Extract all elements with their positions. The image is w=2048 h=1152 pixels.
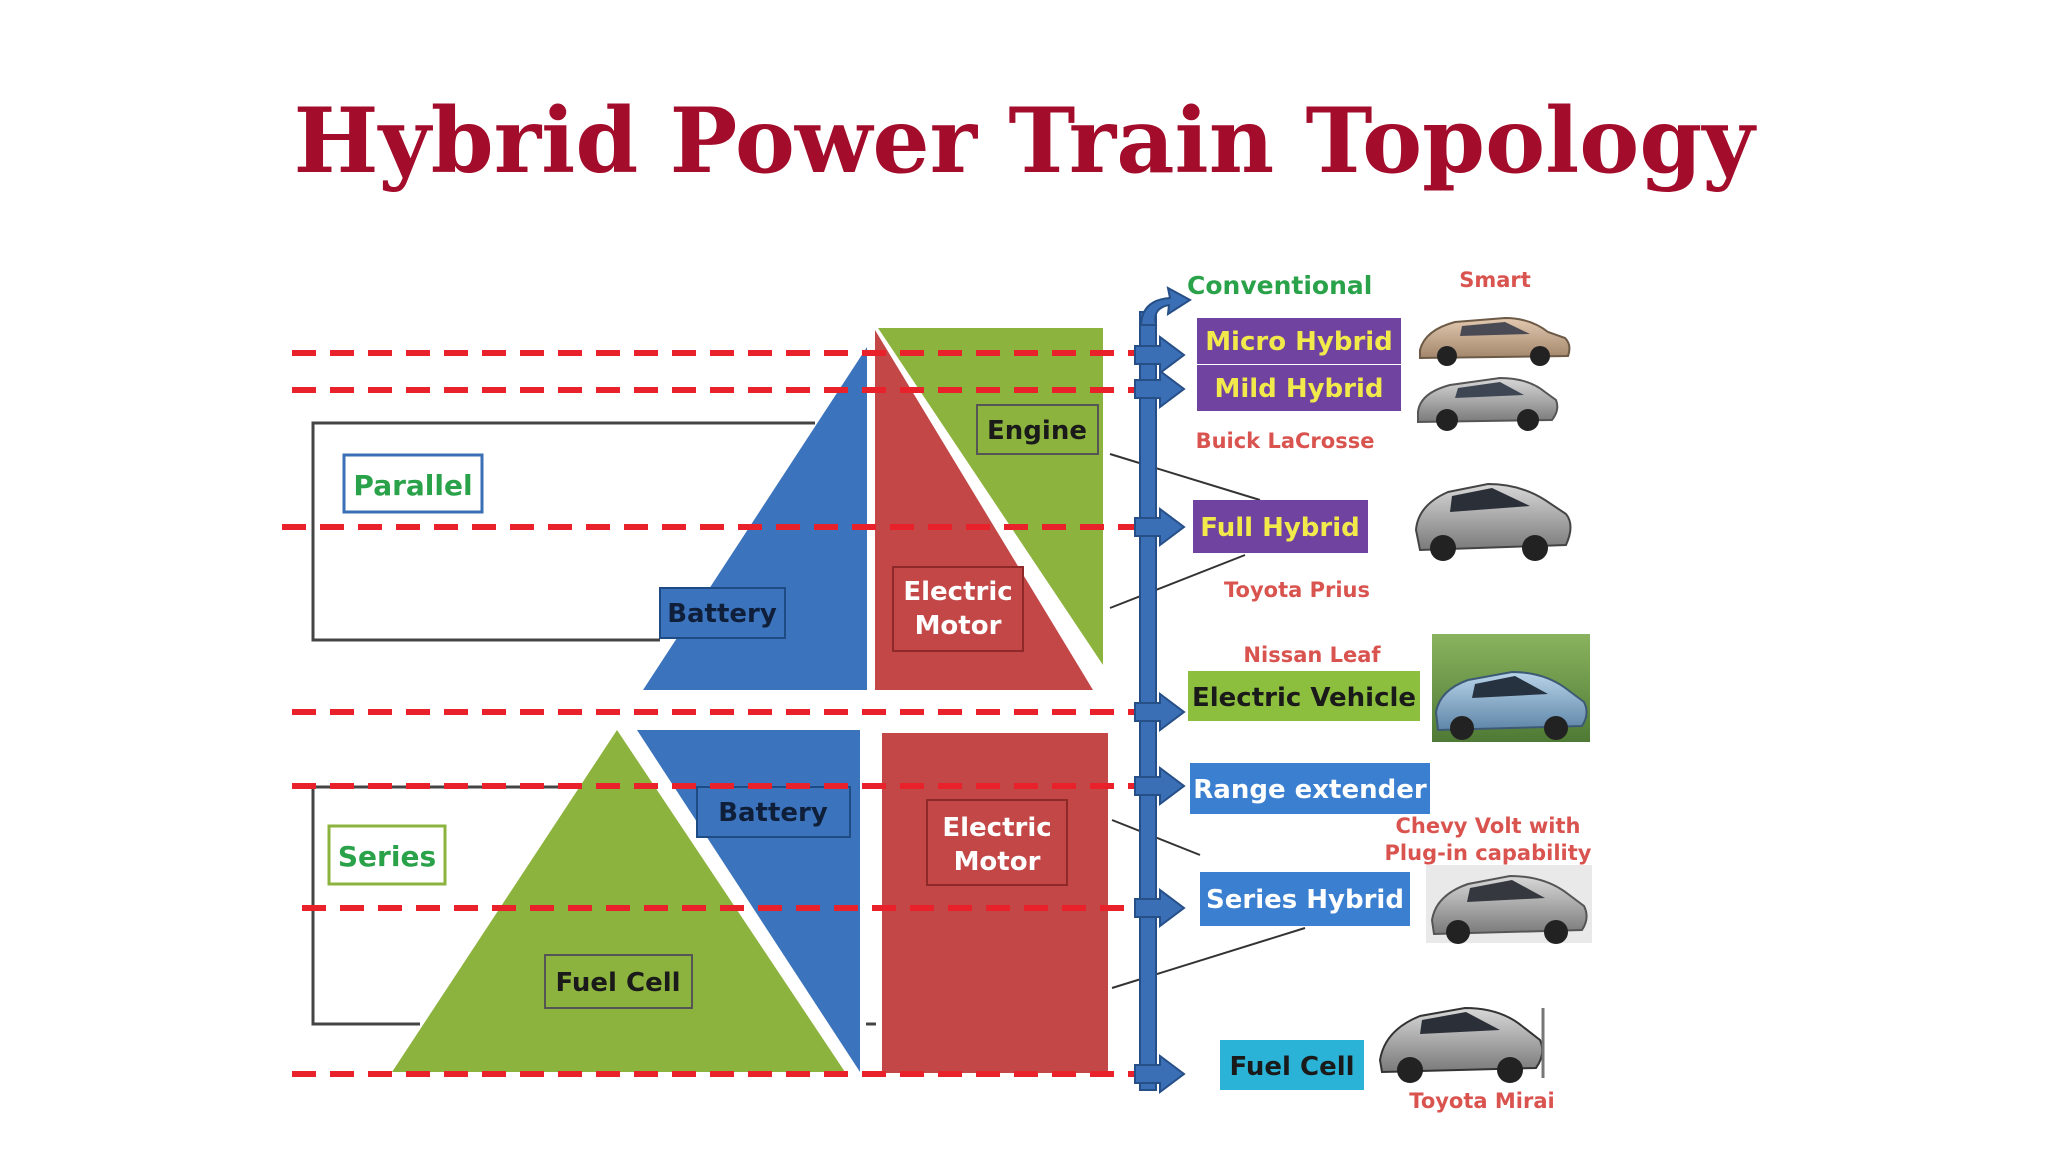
arrow-series <box>1134 888 1186 928</box>
arrow-full <box>1134 507 1186 547</box>
battery-label-bottom-box <box>696 786 851 838</box>
series-label: Series <box>338 840 436 873</box>
category-range-box <box>1190 763 1430 814</box>
conventional-arrow <box>1139 286 1192 326</box>
category-full: Full Hybrid <box>1200 513 1360 543</box>
motor-label-bottom-line1: Electric <box>942 813 1051 843</box>
arrow-range <box>1134 766 1186 806</box>
car-photo-buick <box>1417 376 1559 431</box>
connector-motor-full <box>1109 554 1246 609</box>
parallel-label-box <box>342 453 484 514</box>
category-ev-box <box>1188 671 1420 721</box>
caption-volt-line1: Chevy Volt with <box>1396 814 1581 838</box>
motor-label-bottom-line2: Motor <box>954 847 1041 877</box>
motor-rect-bottom <box>882 733 1108 1073</box>
category-series: Series Hybrid <box>1206 885 1404 915</box>
caption-volt-line2: Plug-in capability <box>1385 841 1592 865</box>
series-label-box <box>327 824 447 886</box>
category-ev: Electric Vehicle <box>1192 683 1416 713</box>
vertical-axis <box>1139 311 1157 1091</box>
engine-label: Engine <box>987 416 1087 446</box>
arrow-mild <box>1134 369 1186 409</box>
caption-buick: Buick LaCrosse <box>1196 429 1375 453</box>
caption-leaf: Nissan Leaf <box>1243 643 1381 667</box>
arrow-micro <box>1134 335 1186 375</box>
category-range: Range extender <box>1193 775 1427 805</box>
battery-label-top: Battery <box>667 599 777 629</box>
category-fuelcell-box <box>1220 1040 1364 1090</box>
motor-label-top-box <box>892 566 1024 652</box>
connector-engine-full <box>1109 453 1261 501</box>
car-photo-smart <box>1419 316 1571 366</box>
category-series-box <box>1200 872 1410 926</box>
engine-label-box <box>976 404 1099 455</box>
car-photo-mirai <box>1378 1006 1545 1083</box>
page-title: Hybrid Power Train Topology <box>293 88 1755 194</box>
motor-label-top-line1: Electric <box>903 577 1012 607</box>
parallel-label: Parallel <box>353 469 472 502</box>
category-micro: Micro Hybrid <box>1205 327 1393 357</box>
fuel-cell-label: Fuel Cell <box>555 968 680 998</box>
caption-mirai: Toyota Mirai <box>1409 1089 1554 1113</box>
category-conventional: Conventional <box>1187 271 1372 300</box>
category-full-box <box>1193 500 1368 553</box>
motor-label-top-line2: Motor <box>915 611 1002 641</box>
fuel-cell-triangle <box>392 730 845 1072</box>
fuel-cell-label-box <box>544 954 693 1009</box>
car-photo-prius <box>1414 482 1572 561</box>
car-photo-leaf <box>1432 634 1590 742</box>
arrow-ev <box>1134 692 1186 732</box>
arrow-fuelcell <box>1134 1054 1186 1094</box>
parallel-bracket <box>311 421 815 642</box>
caption-prius: Toyota Prius <box>1224 578 1370 602</box>
battery-label-top-box <box>659 587 786 639</box>
category-mild: Mild Hybrid <box>1214 374 1383 404</box>
category-mild-box <box>1197 365 1401 411</box>
category-fuelcell: Fuel Cell <box>1229 1052 1354 1082</box>
motor-label-bottom-box <box>926 799 1068 886</box>
caption-smart: Smart <box>1459 268 1531 292</box>
battery-label-bottom: Battery <box>718 798 828 828</box>
car-photo-volt <box>1426 865 1592 944</box>
category-micro-box <box>1197 318 1401 364</box>
